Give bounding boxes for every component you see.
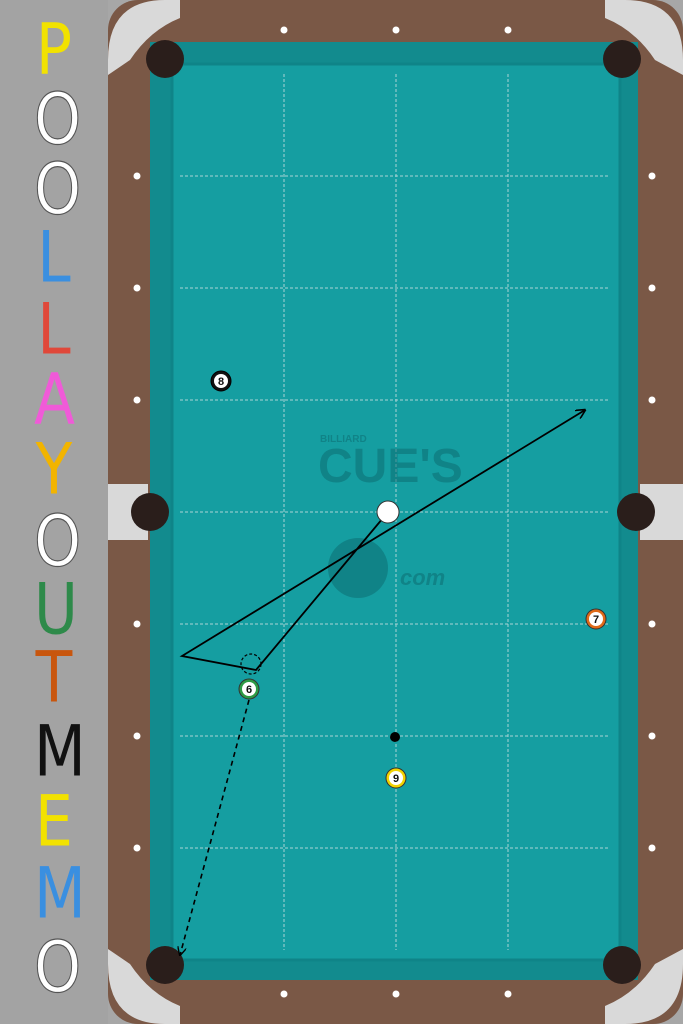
diamond-marker	[648, 732, 656, 740]
watermark-sub-text: com	[400, 565, 445, 590]
ball-number-disc	[242, 682, 256, 696]
corner-cap-top-right	[605, 0, 683, 75]
ball-9[interactable]: 9	[385, 767, 407, 789]
title-letter: O	[34, 926, 82, 1010]
title-letter: Y	[35, 428, 73, 512]
title-letter: O	[34, 78, 82, 162]
diamond-marker	[648, 172, 656, 180]
title-letter: O	[34, 500, 82, 584]
diamond-marker	[280, 990, 288, 998]
cue-path-line	[179, 410, 585, 671]
pockets	[131, 40, 655, 984]
title-letter: O	[34, 148, 82, 232]
diamond-marker	[392, 990, 400, 998]
diamond-marker	[133, 284, 141, 292]
ball-number-disc	[589, 612, 603, 626]
diamond-marker	[648, 396, 656, 404]
title-letter: L	[37, 216, 71, 300]
ball-number-disc	[389, 771, 403, 785]
ball-number: 9	[393, 773, 399, 785]
ball-number: 8	[218, 376, 224, 388]
corner-cap-top-left	[108, 0, 180, 75]
watermark-small-text: BILLIARD	[320, 434, 367, 445]
ball-7[interactable]: 7	[585, 608, 607, 630]
cue-ball-body	[376, 500, 400, 524]
diamond-marker	[392, 26, 400, 34]
diamond-marker	[133, 172, 141, 180]
table-grid	[180, 74, 610, 950]
rail-diamonds	[133, 26, 656, 998]
foot-spot	[390, 732, 400, 742]
watermark-big-text: CUE'S	[318, 440, 463, 493]
watermark-circle	[328, 538, 388, 598]
title-letter: P	[35, 8, 73, 92]
ball-6[interactable]: 6	[238, 678, 260, 700]
title-letter: L	[37, 288, 71, 372]
title-letter: U	[34, 568, 78, 652]
ball-number: 7	[593, 614, 599, 626]
title-strip	[0, 0, 108, 1024]
title-letter: E	[35, 780, 73, 864]
pocket-top-right	[603, 40, 641, 78]
watermark-logo: BILLIARD CUE'S com	[318, 434, 463, 598]
cue-ball[interactable]	[376, 500, 400, 524]
ball-8[interactable]: 8	[210, 370, 232, 392]
diamond-marker	[280, 26, 288, 34]
pocket-bottom-left	[146, 946, 184, 984]
diamond-marker	[504, 990, 512, 998]
diamond-marker	[133, 844, 141, 852]
pocket-middle-right	[617, 493, 655, 531]
diamond-marker	[133, 396, 141, 404]
pocket-middle-left	[131, 493, 169, 531]
balls[interactable]: 6 7 8 9	[210, 370, 607, 789]
object-ball-path-line	[180, 699, 250, 955]
corner-cap-bottom-left	[108, 949, 180, 1024]
title-letter: A	[34, 358, 76, 442]
ball-number-disc	[214, 374, 228, 388]
diamond-marker	[133, 620, 141, 628]
title-letter: T	[35, 636, 73, 720]
ball-number: 6	[246, 684, 252, 696]
pocket-top-left	[146, 40, 184, 78]
ghost-ball-outline	[240, 653, 262, 675]
shot-lines	[180, 410, 585, 955]
diamond-marker	[648, 620, 656, 628]
diamond-marker	[648, 844, 656, 852]
diamond-marker	[504, 26, 512, 34]
corner-cap-bottom-right	[605, 949, 683, 1024]
diamond-marker	[648, 284, 656, 292]
pocket-bottom-right	[603, 946, 641, 984]
diamond-marker	[133, 732, 141, 740]
